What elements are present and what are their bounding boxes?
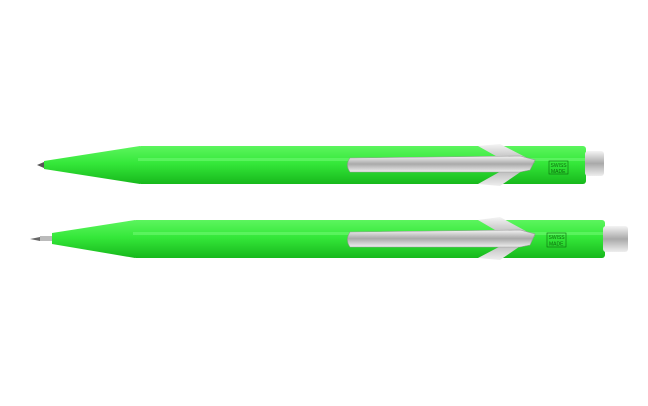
mechanical-pencil: SWISS MADE: [30, 217, 628, 260]
end-cap-chrome: [585, 151, 604, 176]
svg-text:SWISS: SWISS: [551, 163, 568, 169]
pencil-lead: [30, 237, 40, 241]
svg-text:MADE: MADE: [551, 169, 566, 175]
pencil-sleeve: [40, 236, 52, 241]
svg-text:MADE: MADE: [549, 242, 564, 248]
pen-tip: [37, 162, 44, 168]
end-cap-chrome: [603, 226, 628, 252]
pen-cone: [44, 146, 140, 184]
svg-text:SWISS: SWISS: [549, 235, 566, 241]
swiss-made-stamp: SWISS MADE: [548, 160, 569, 175]
pencil-cone: [52, 220, 135, 258]
clip: [347, 217, 536, 260]
swiss-made-stamp: SWISS MADE: [546, 232, 567, 248]
ballpoint-pen: SWISS MADE: [37, 144, 604, 186]
clip: [347, 144, 536, 186]
